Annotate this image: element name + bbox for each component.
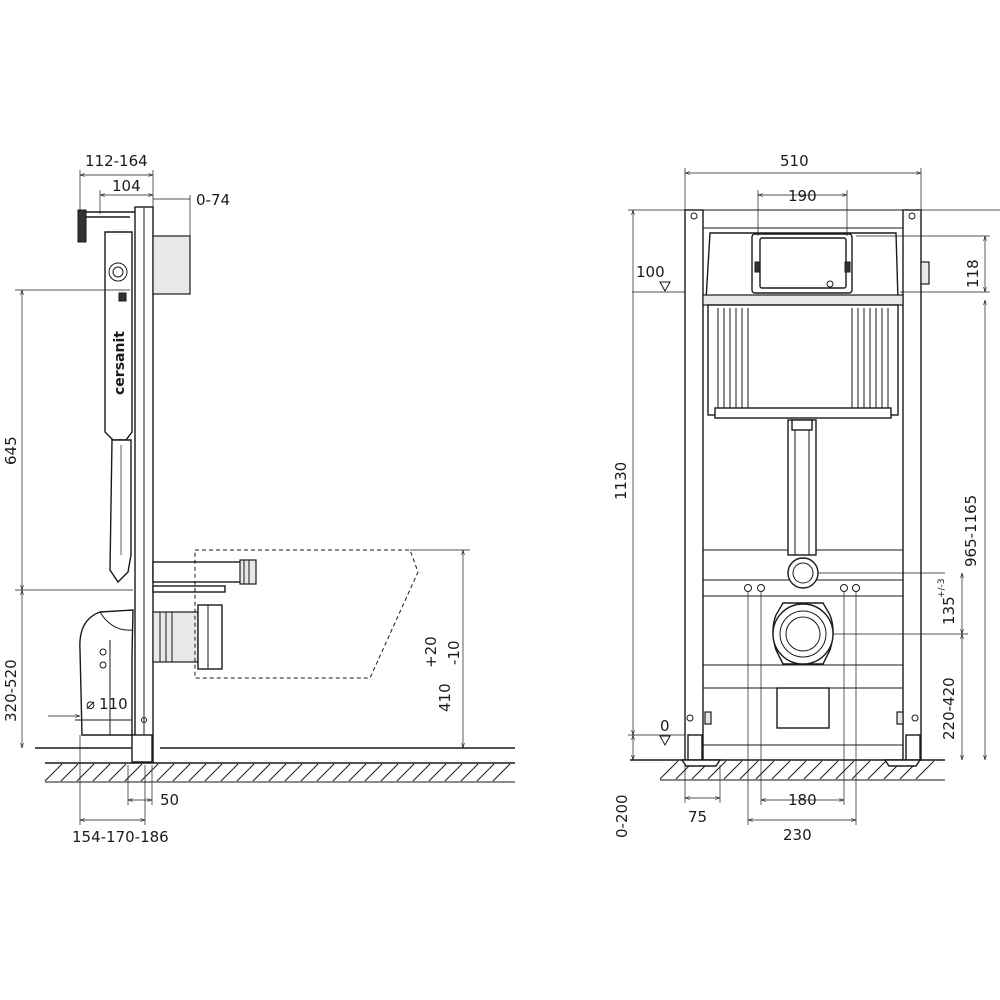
side-view: cersanit (2, 152, 515, 846)
side-connectors (152, 559, 257, 670)
level-100: 100 (636, 263, 665, 281)
dim-1130: 1130 (612, 462, 630, 500)
dim-minus-10: -10 (445, 641, 463, 666)
dim-154-170-186: 154-170-186 (72, 828, 169, 846)
dim-135: 135 (940, 596, 958, 625)
side-floor (35, 747, 515, 783)
dim-112-164: 112-164 (85, 152, 148, 170)
dim-180: 180 (788, 791, 817, 809)
dim-0-200: 0-200 (613, 794, 631, 838)
dim-645: 645 (2, 436, 20, 465)
dim-135-tol: +/-3 (937, 578, 947, 598)
dim-118: 118 (964, 259, 982, 288)
dim-230: 230 (783, 826, 812, 844)
dim-104: 104 (112, 177, 141, 195)
dim-110: 110 (99, 695, 128, 713)
dim-190: 190 (788, 187, 817, 205)
dim-75: 75 (688, 808, 707, 826)
front-frame (680, 209, 930, 767)
bowl-outline (194, 549, 419, 679)
front-dimensions: 510 190 118 100 1130 965-1165 (612, 152, 1000, 844)
side-dimensions: 112-164 104 0-74 645 320-520 ⌀ 110 (2, 152, 470, 846)
side-frame (77, 206, 154, 763)
dim-965-1165: 965-1165 (962, 495, 980, 567)
level-0: 0 (660, 717, 670, 735)
front-cistern (702, 232, 904, 729)
dim-50: 50 (160, 791, 179, 809)
dim-plus-20: +20 (422, 636, 440, 668)
dim-0-74: 0-74 (196, 191, 230, 209)
side-cistern: cersanit (75, 231, 191, 736)
cistern-brand: cersanit (112, 331, 128, 395)
front-view: 510 190 118 100 1130 965-1165 (612, 152, 1000, 844)
dim-diameter-symbol: ⌀ (86, 695, 95, 713)
dim-410: 410 (436, 683, 454, 712)
dim-320-520: 320-520 (2, 659, 20, 722)
dim-220-420: 220-420 (940, 677, 958, 740)
dim-510: 510 (780, 152, 809, 170)
